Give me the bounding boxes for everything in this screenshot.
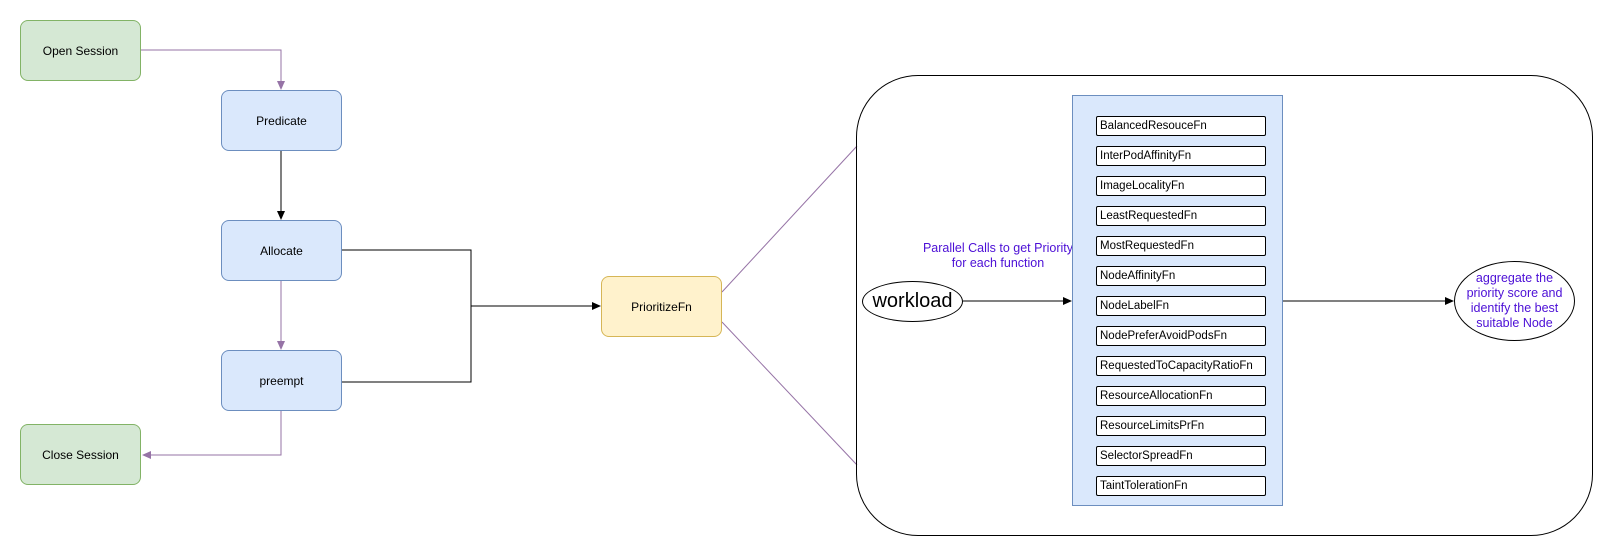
priority-function-item[interactable]: MostRequestedFn: [1096, 236, 1266, 256]
priority-function-item[interactable]: SelectorSpreadFn: [1096, 446, 1266, 466]
allocate-node[interactable]: Allocate: [221, 220, 342, 281]
priority-functions-container: BalancedResouceFn InterPodAffinityFn Ima…: [1072, 95, 1283, 506]
parallel-calls-note: Parallel Calls to get Priority for each …: [922, 241, 1074, 270]
edge-allocate-to-bracket: [342, 249, 472, 383]
aggregate-ellipse[interactable]: aggregate the priority score and identif…: [1454, 261, 1575, 341]
priority-function-item[interactable]: LeastRequestedFn: [1096, 206, 1266, 226]
priority-function-item[interactable]: NodeAffinityFn: [1096, 266, 1266, 286]
prioritize-fn-node[interactable]: PrioritizeFn: [601, 276, 722, 337]
aggregate-label: aggregate the priority score and identif…: [1466, 271, 1563, 330]
open-session-label: Open Session: [42, 43, 119, 58]
preempt-node[interactable]: preempt: [221, 350, 342, 411]
preempt-label: preempt: [259, 373, 304, 388]
predicate-node[interactable]: Predicate: [221, 90, 342, 151]
open-session-node[interactable]: Open Session: [20, 20, 141, 81]
close-session-label: Close Session: [42, 447, 119, 462]
priority-function-item[interactable]: NodePreferAvoidPodsFn: [1096, 326, 1266, 346]
priority-function-item[interactable]: TaintTolerationFn: [1096, 476, 1266, 496]
edge-preempt-to-close-session: [142, 411, 282, 459]
allocate-label: Allocate: [260, 243, 303, 258]
close-session-node[interactable]: Close Session: [20, 424, 141, 485]
priority-function-item[interactable]: ResourceAllocationFn: [1096, 386, 1266, 406]
priority-function-item[interactable]: InterPodAffinityFn: [1096, 146, 1266, 166]
prioritize-detail-panel: [856, 75, 1593, 536]
prioritize-fn-label: PrioritizeFn: [631, 299, 692, 314]
priority-function-item[interactable]: NodeLabelFn: [1096, 296, 1266, 316]
workload-ellipse[interactable]: workload: [862, 281, 963, 322]
workload-label: workload: [872, 290, 953, 312]
priority-function-item[interactable]: BalancedResouceFn: [1096, 116, 1266, 136]
priority-function-item[interactable]: RequestedToCapacityRatioFn: [1096, 356, 1266, 376]
zoom-line-top: [721, 145, 858, 293]
priority-function-item[interactable]: ImageLocalityFn: [1096, 176, 1266, 196]
zoom-line-bottom: [721, 321, 858, 466]
edge-open-session-to-predicate: [140, 49, 285, 90]
predicate-label: Predicate: [256, 113, 307, 128]
priority-function-item[interactable]: ResourceLimitsPrFn: [1096, 416, 1266, 436]
